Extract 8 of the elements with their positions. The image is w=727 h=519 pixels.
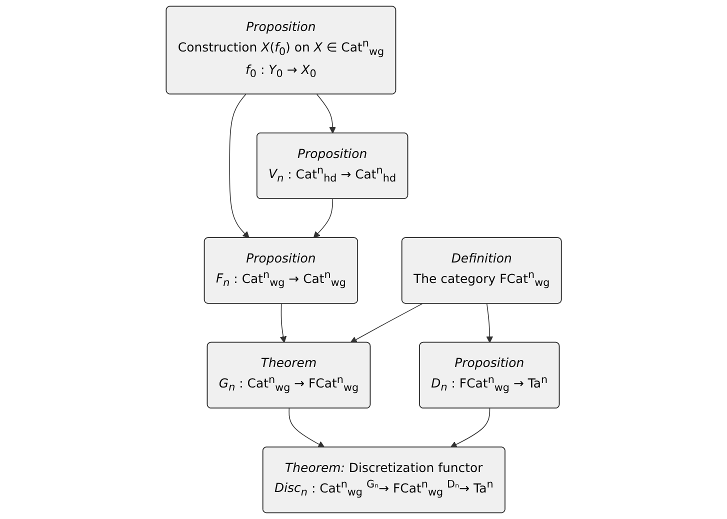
arrow (350, 303, 422, 343)
arrow (450, 408, 490, 448)
arrow (316, 94, 336, 134)
arrow (313, 198, 333, 238)
arrow (486, 303, 493, 343)
arrow (280, 303, 286, 343)
arrow (228, 94, 250, 238)
arrow (288, 408, 325, 448)
